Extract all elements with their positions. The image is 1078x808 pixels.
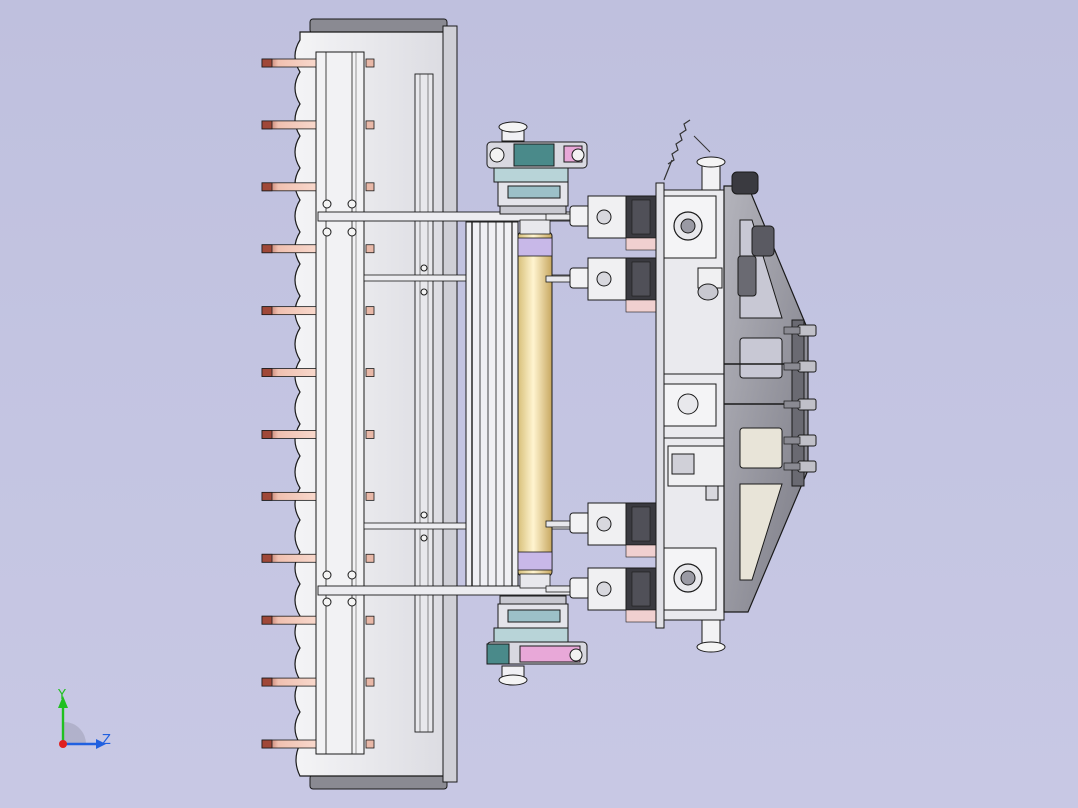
motor-block bbox=[545, 195, 657, 251]
tine bbox=[261, 430, 375, 439]
tine bbox=[261, 244, 375, 254]
motor-block bbox=[545, 257, 657, 313]
bolt bbox=[783, 360, 817, 373]
tine bbox=[261, 368, 375, 377]
tine bbox=[261, 182, 375, 192]
bolt bbox=[783, 434, 817, 447]
bolt bbox=[783, 460, 817, 473]
tine bbox=[261, 739, 375, 749]
origin-dot bbox=[59, 740, 67, 748]
motor-block bbox=[545, 567, 657, 623]
tine bbox=[261, 58, 375, 68]
hitch-bracket bbox=[723, 171, 809, 613]
motor-blocks bbox=[545, 195, 657, 623]
bolt bbox=[783, 398, 817, 411]
bottom-drive bbox=[486, 595, 588, 686]
motor-block bbox=[545, 502, 657, 558]
frame-plate bbox=[655, 119, 726, 653]
mount-bolts bbox=[783, 324, 817, 473]
tine bbox=[261, 306, 375, 316]
y-axis-label: Y bbox=[57, 688, 66, 703]
tine bbox=[261, 677, 375, 687]
tine bbox=[261, 491, 375, 501]
z-axis-label: Z bbox=[102, 733, 111, 748]
axis-triad: Y Z bbox=[57, 688, 111, 749]
bolt bbox=[783, 324, 817, 337]
tine bbox=[261, 553, 375, 563]
tine-housing bbox=[294, 18, 458, 790]
tine-row bbox=[261, 58, 375, 749]
tine bbox=[261, 615, 375, 625]
roller-assembly bbox=[465, 219, 553, 589]
top-drive bbox=[486, 121, 588, 215]
tine bbox=[261, 120, 375, 130]
